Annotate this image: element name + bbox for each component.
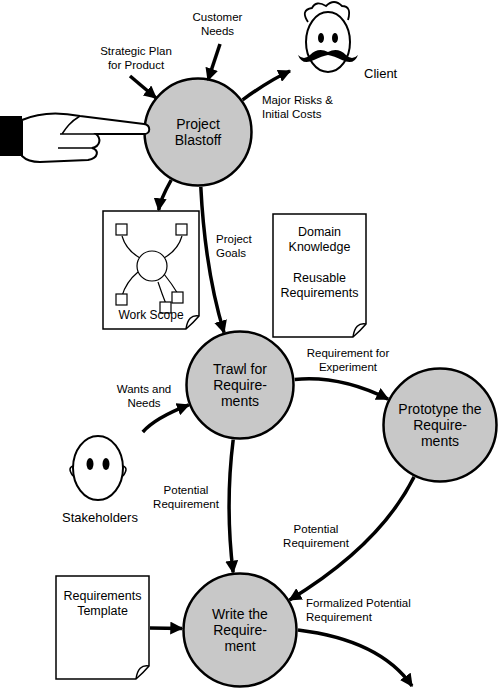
document-shape: Work Scope [102, 210, 200, 330]
node-text: Write the Require- ment [198, 606, 282, 654]
process-circle: Project Blastoff [143, 77, 253, 187]
scope-box [172, 292, 183, 303]
eye [103, 458, 110, 470]
node-text: Project Blastoff [156, 116, 240, 148]
edge-label: Project Goals [216, 232, 268, 260]
head [73, 436, 123, 500]
circle-outline [187, 332, 294, 439]
document-text: Requirements Template [59, 589, 146, 635]
node-text: Stakeholders [40, 510, 160, 525]
eye [318, 33, 324, 43]
hand-cuff [0, 116, 22, 156]
process-circle: Trawl for Require- ments [185, 330, 295, 440]
document-shape: Domain KnowledgeReusable Requirements [272, 213, 367, 338]
node-text: Client [364, 66, 397, 81]
document-outline [103, 211, 199, 329]
edge-label: Wants and Needs [112, 382, 176, 410]
flow-arrow [201, 187, 224, 333]
circle-outline [184, 574, 297, 687]
circle-label: Prototype the Require- ments [382, 367, 498, 483]
process-circle: Write the Require- ment [182, 572, 298, 688]
scope-box [116, 224, 127, 235]
document-text: Work Scope [106, 308, 196, 322]
hand-outline [22, 113, 149, 162]
circle-label: Trawl for Require- ments [185, 330, 295, 440]
moustache [298, 50, 358, 62]
node-text: Trawl for Require- ments [198, 361, 282, 409]
scope-box [176, 224, 187, 235]
node-text: Reusable Requirements [276, 271, 363, 301]
head [306, 12, 350, 72]
scope-links [122, 236, 182, 304]
node-text: Domain Knowledge [276, 225, 363, 255]
node-text: Work Scope [106, 308, 196, 322]
document-shape: Requirements Template [55, 575, 150, 680]
scope-box [116, 294, 127, 305]
person-figure: Client [290, 0, 410, 88]
input-arrow [208, 44, 220, 80]
flow-arrow [150, 626, 182, 630]
document-outline [56, 576, 149, 679]
ears [70, 466, 126, 476]
free-label: Customer Needs [185, 10, 250, 38]
pointing-hand [0, 106, 160, 166]
eye [87, 458, 94, 470]
node-text: Requirements Template [59, 589, 146, 619]
flow-arrow [229, 440, 233, 573]
finger-creases [58, 116, 96, 148]
circle-outline [145, 79, 252, 186]
document-curl [136, 666, 149, 679]
output-arrow [298, 630, 412, 686]
flow-arrow [159, 180, 172, 210]
eye [332, 33, 338, 43]
node-text: Prototype the Require- ments [398, 401, 482, 449]
process-circle: Prototype the Require- ments [382, 367, 498, 483]
circle-label: Write the Require- ment [182, 572, 298, 688]
edge-label: Requirement for Experiment [296, 346, 400, 374]
document-text: Domain KnowledgeReusable Requirements [276, 225, 363, 317]
edge-label: Major Risks & Initial Costs [262, 93, 344, 121]
edge-label: Potential Requirement [148, 483, 224, 511]
scope-center [137, 251, 167, 281]
circle-label: Project Blastoff [143, 77, 253, 187]
document-curl [353, 324, 366, 337]
input-arrow [130, 76, 156, 98]
edge-label: Potential Requirement [278, 522, 354, 550]
document-outline [273, 214, 366, 337]
circle-outline [384, 369, 497, 482]
person-figure: Stakeholders [40, 432, 160, 530]
free-label: Strategic Plan for Product [92, 44, 180, 72]
free-label: Formalized Potential Requirement [306, 596, 418, 624]
flow-arrow [295, 379, 388, 399]
document-curl [186, 316, 199, 329]
